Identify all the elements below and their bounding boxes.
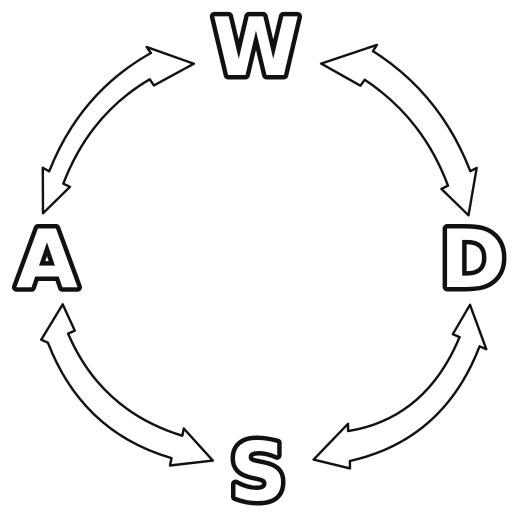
key-s-label: S bbox=[229, 426, 287, 512]
key-a-label: A bbox=[16, 213, 78, 306]
arrow-w-d bbox=[319, 43, 478, 217]
key-w-label: W bbox=[212, 1, 300, 94]
arrow-d-s-shape bbox=[312, 303, 488, 470]
arrow-w-a-shape bbox=[41, 45, 196, 215]
arrow-d-s bbox=[312, 303, 488, 470]
arrow-a-s bbox=[40, 303, 214, 467]
arrow-w-a bbox=[41, 45, 196, 215]
arrow-a-s-shape bbox=[40, 303, 214, 467]
key-d-label: D bbox=[440, 213, 506, 306]
arrow-w-d-shape bbox=[319, 43, 478, 217]
